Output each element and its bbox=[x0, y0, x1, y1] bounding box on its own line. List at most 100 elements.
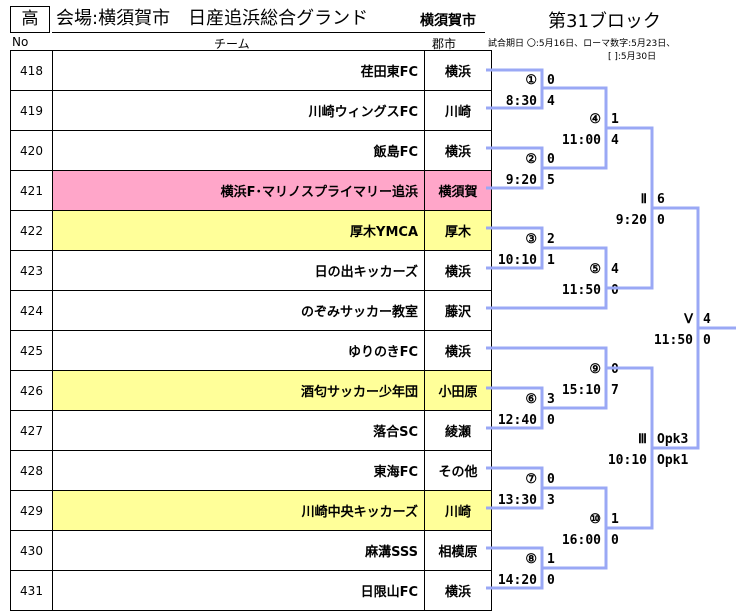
bracket-line bbox=[652, 206, 700, 450]
score-top: 0 bbox=[547, 152, 555, 167]
match-number: ④ bbox=[589, 112, 601, 127]
match-time: 9:20 bbox=[506, 173, 537, 188]
bracket-line bbox=[486, 386, 544, 430]
score-bottom: 0 bbox=[611, 533, 619, 548]
col-no-header: No bbox=[12, 35, 29, 49]
venue-title: 会場:横須賀市 日産追浜総合グランド bbox=[56, 8, 369, 29]
team-number: 429 bbox=[10, 490, 53, 531]
match-number: ① bbox=[525, 73, 537, 88]
team-city: 厚木 bbox=[424, 210, 492, 251]
match-number: Ⅲ bbox=[638, 432, 647, 447]
team-number: 428 bbox=[10, 450, 53, 491]
match-time: 11:50 bbox=[654, 333, 693, 348]
match-time: 14:20 bbox=[498, 573, 537, 588]
team-city: その他 bbox=[424, 450, 492, 491]
bracket-line bbox=[542, 486, 608, 570]
score-top: 6 bbox=[657, 192, 665, 207]
team-city: 横浜 bbox=[424, 50, 492, 91]
grade-badge: 高 bbox=[10, 6, 50, 33]
match-number: ⑥ bbox=[525, 392, 537, 407]
team-number: 430 bbox=[10, 530, 53, 571]
score-top: 1 bbox=[611, 512, 619, 527]
score-bottom: 4 bbox=[547, 94, 555, 109]
bracket-line bbox=[486, 546, 544, 590]
score-top: 0 bbox=[547, 73, 555, 88]
match-time: 12:40 bbox=[498, 413, 537, 428]
match-number: ⑧ bbox=[525, 552, 537, 567]
team-number: 427 bbox=[10, 410, 53, 451]
match-time: 10:10 bbox=[498, 253, 537, 268]
score-top: 4 bbox=[703, 312, 711, 327]
score-top: 3 bbox=[547, 392, 555, 407]
score-bottom: 0 bbox=[703, 333, 711, 348]
team-name: 日の出キッカーズ bbox=[52, 250, 425, 291]
match-number: Ⅴ bbox=[683, 312, 694, 327]
team-name: 日限山FC bbox=[52, 570, 425, 611]
host-city: 横須賀市 bbox=[420, 13, 476, 29]
team-city: 横浜 bbox=[424, 570, 492, 611]
match-number: ⑦ bbox=[525, 472, 537, 487]
schedule-note-2: [ ]:5月30日 bbox=[608, 52, 657, 62]
team-city: 相模原 bbox=[424, 530, 492, 571]
team-city: 横浜 bbox=[424, 330, 492, 371]
team-city: 横須賀 bbox=[424, 170, 492, 211]
block-title: 第31ブロック bbox=[548, 11, 661, 32]
team-city: 川崎 bbox=[424, 490, 492, 531]
match-number: Ⅱ bbox=[641, 192, 647, 207]
team-name: 川崎中央キッカーズ bbox=[52, 490, 425, 531]
match-number: ⑩ bbox=[589, 512, 601, 527]
score-top: 1 bbox=[611, 112, 619, 127]
score-bottom: 0 bbox=[611, 283, 619, 298]
team-name: ゆりのきFC bbox=[52, 330, 425, 371]
score-top: 4 bbox=[611, 262, 619, 277]
score-bottom: Opk1 bbox=[657, 453, 688, 468]
score-bottom: 3 bbox=[547, 493, 555, 508]
team-number: 431 bbox=[10, 570, 53, 611]
score-bottom: 1 bbox=[547, 253, 555, 268]
team-name: 東海FC bbox=[52, 450, 425, 491]
team-city: 藤沢 bbox=[424, 290, 492, 331]
match-time: 11:50 bbox=[562, 283, 601, 298]
match-time: 16:00 bbox=[562, 533, 601, 548]
match-number: ⑨ bbox=[589, 362, 601, 377]
score-bottom: 0 bbox=[547, 573, 555, 588]
team-number: 422 bbox=[10, 210, 53, 251]
team-name: 荏田東FC bbox=[52, 50, 425, 91]
team-city: 横浜 bbox=[424, 130, 492, 171]
match-time: 11:00 bbox=[562, 133, 601, 148]
team-name: 飯島FC bbox=[52, 130, 425, 171]
col-team-header: チーム bbox=[214, 37, 250, 51]
team-number: 421 bbox=[10, 170, 53, 211]
team-city: 横浜 bbox=[424, 250, 492, 291]
match-time: 9:20 bbox=[616, 213, 647, 228]
score-top: 0 bbox=[547, 472, 555, 487]
bracket-line bbox=[486, 346, 608, 410]
bracket-line bbox=[486, 246, 608, 310]
match-time: 10:10 bbox=[608, 453, 647, 468]
score-top: 1 bbox=[547, 552, 555, 567]
match-number: ② bbox=[525, 152, 537, 167]
team-name: 落合SC bbox=[52, 410, 425, 451]
team-city: 小田原 bbox=[424, 370, 492, 411]
score-top: Opk3 bbox=[657, 432, 688, 447]
team-city: 綾瀬 bbox=[424, 410, 492, 451]
team-name: 厚木YMCA bbox=[52, 210, 425, 251]
score-bottom: 0 bbox=[657, 213, 665, 228]
match-number: ⑤ bbox=[589, 262, 601, 277]
match-number: ③ bbox=[525, 232, 537, 247]
title-underline bbox=[52, 32, 485, 33]
match-time: 8:30 bbox=[506, 94, 537, 109]
